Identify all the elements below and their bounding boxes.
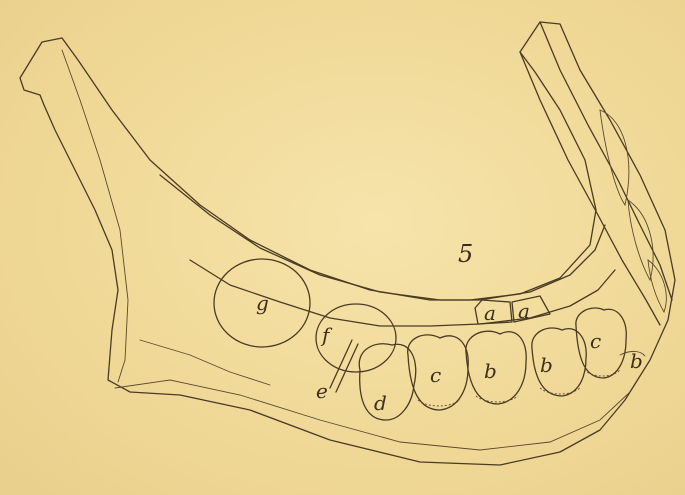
ventral-ridge	[140, 340, 270, 385]
jaw-outline	[20, 22, 675, 465]
alveolar-upper-line	[160, 175, 605, 300]
alveolar-lower-line	[190, 260, 615, 326]
incisor-segment-1	[600, 110, 629, 205]
label-tooth-b2: b	[540, 353, 553, 377]
label-bone: 5	[458, 240, 473, 268]
ramus-inner-line	[62, 50, 128, 382]
label-tooth-c2: c	[590, 329, 601, 353]
incisor-segment-3	[648, 260, 666, 312]
label-tooth-d: d	[374, 391, 387, 415]
incisor-strip-inner	[540, 22, 672, 300]
label-crown-a1: a	[484, 301, 496, 325]
tooth-d-outline	[359, 344, 416, 420]
label-tooth-e: e	[316, 379, 328, 403]
label-crown-a2: a	[518, 299, 530, 323]
incisor-strip	[520, 52, 660, 325]
label-tooth-b1: b	[484, 359, 497, 383]
label-tooth-b3: b	[630, 349, 643, 373]
label-tooth-c1: c	[430, 363, 441, 387]
label-tooth-f: f	[320, 323, 333, 347]
label-tooth-g: g	[256, 291, 269, 315]
lower-border-line	[115, 380, 630, 450]
